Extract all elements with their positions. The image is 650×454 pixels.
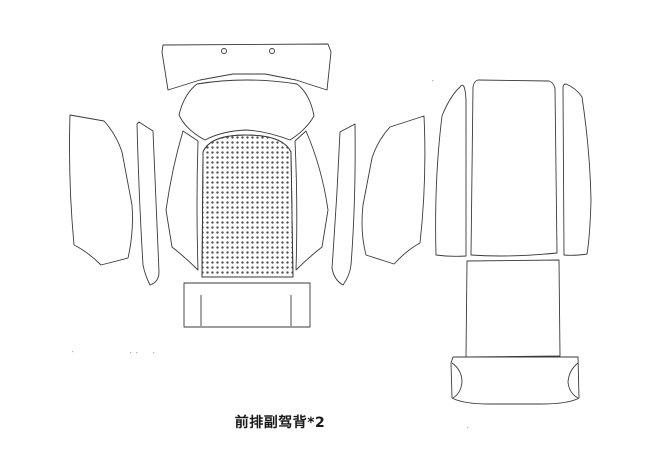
left-side-strip [136,121,160,286]
headrest-hole-left [221,48,227,54]
rear-back-base-panel [450,356,580,405]
right-side-strip [331,123,356,286]
headrest-top-panel [161,43,332,91]
rear-back-main-panel [470,79,558,257]
center-perforated-panel [201,134,294,278]
left-bolster [165,130,199,271]
headrest-hole-right [269,48,275,54]
right-outer-wing [361,115,426,265]
stray-marks [72,80,469,429]
diagram-caption: 前排副驾背*2 [234,415,326,431]
left-outer-wing [69,114,133,266]
bottom-pocket-panel [183,282,311,328]
rear-back-lower-panel [465,259,561,358]
upper-back-panel [178,79,315,141]
rear-back-left-piece [435,84,467,257]
rear-back-right-piece [562,83,592,256]
right-bolster [294,130,329,271]
